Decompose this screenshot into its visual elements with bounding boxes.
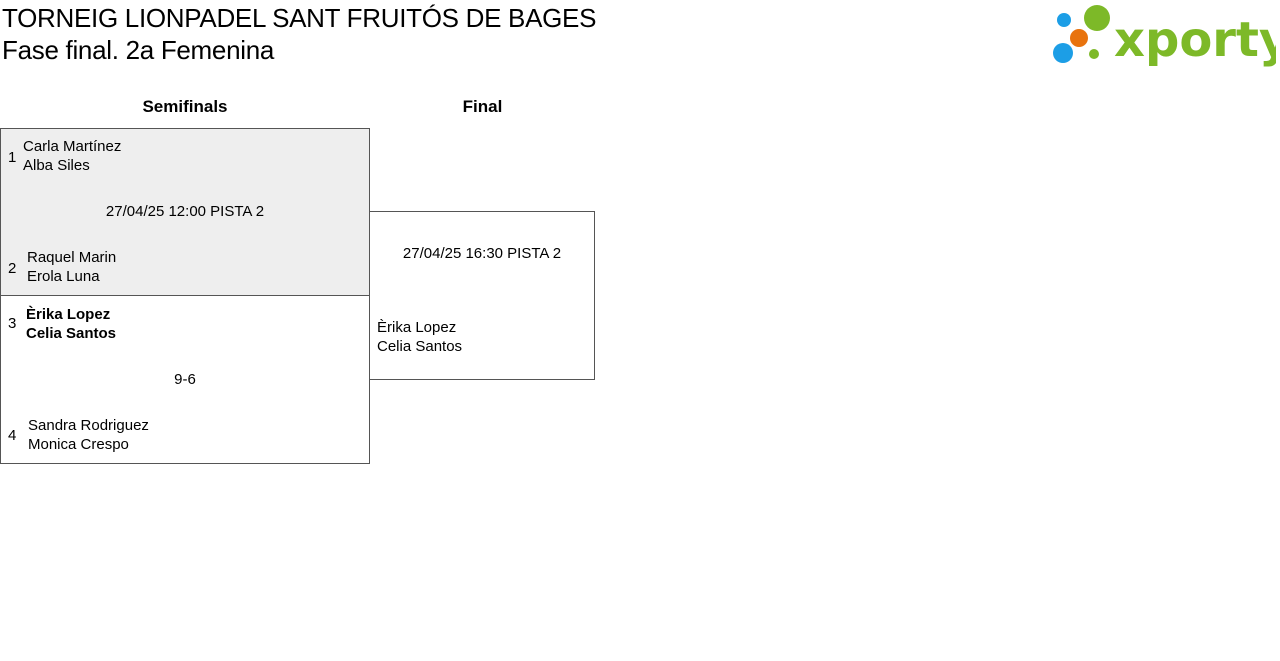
team-bottom: Sandra Rodriguez Monica Crespo	[28, 416, 149, 454]
phase-subtitle: Fase final. 2a Femenina	[2, 35, 275, 65]
xporty-logo[interactable]: xporty	[1050, 4, 1276, 68]
xporty-logo-icon: xporty	[1053, 5, 1276, 68]
match-schedule: 27/04/25 12:00 PISTA 2	[105, 203, 265, 220]
player-name: Sandra Rodriguez	[28, 417, 149, 434]
player-name: Monica Crespo	[28, 436, 129, 453]
team-top: Carla Martínez Alba Siles	[23, 137, 121, 175]
logo-blue-dot-small	[1057, 13, 1071, 27]
player-name: Èrika Lopez	[26, 306, 111, 323]
seed-number: 3	[8, 315, 17, 332]
player-name: Carla Martínez	[23, 138, 122, 155]
logo-blue-dot-large	[1053, 43, 1073, 63]
player-name: Erola Luna	[27, 268, 100, 285]
seed-number: 4	[8, 427, 17, 444]
player-name: Alba Siles	[23, 157, 90, 174]
team-bottom: Raquel Marin Erola Luna	[27, 248, 116, 286]
round-header-final: Final	[462, 97, 503, 116]
team-top-winner: Èrika Lopez Celia Santos	[26, 305, 116, 343]
logo-orange-dot	[1070, 29, 1088, 47]
player-name: Celia Santos	[377, 338, 463, 355]
seed-number: 1	[8, 149, 17, 166]
match-score: 9-6	[174, 371, 196, 388]
logo-wordmark: xporty	[1114, 12, 1276, 68]
team-bottom: Èrika Lopez Celia Santos	[377, 318, 462, 356]
semifinal-match-1[interactable]: 1 Carla Martínez Alba Siles 27/04/25 12:…	[0, 128, 370, 296]
semifinal-match-2[interactable]: 3 Èrika Lopez Celia Santos 9-6 4 Sandra …	[0, 295, 370, 464]
match-schedule: 27/04/25 16:30 PISTA 2	[402, 245, 562, 262]
final-match[interactable]: 27/04/25 16:30 PISTA 2 Èrika Lopez Celia…	[369, 211, 595, 380]
player-name: Celia Santos	[26, 325, 117, 342]
logo-green-dot	[1084, 5, 1110, 31]
tournament-title: TORNEIG LIONPADEL SANT FRUITÓS DE BAGES	[2, 3, 597, 33]
player-name: Èrika Lopez	[377, 319, 457, 336]
player-name: Raquel Marin	[27, 249, 117, 266]
seed-number: 2	[8, 260, 17, 277]
logo-green-dot-small	[1089, 49, 1099, 59]
round-header-semifinals: Semifinals	[142, 97, 228, 116]
